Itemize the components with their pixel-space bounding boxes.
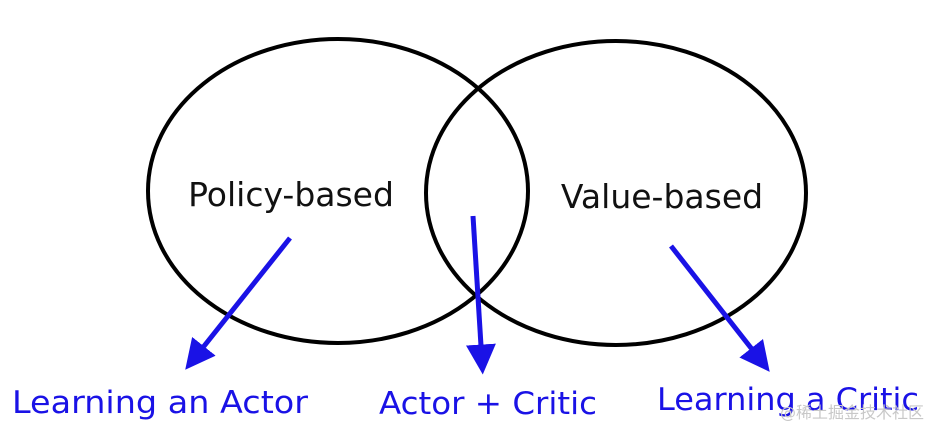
- arrow-to-actor: [185, 236, 292, 370]
- policy-based-circle: [146, 37, 530, 345]
- policy-based-label: Policy-based: [188, 175, 394, 214]
- arrow-to-actor-critic: [465, 215, 496, 375]
- arrow-to-critic: [669, 244, 770, 372]
- learning-actor-label: Learning an Actor: [12, 385, 308, 421]
- learning-critic-label: Learning a Critic: [657, 382, 919, 418]
- value-based-circle: [424, 39, 808, 347]
- value-based-label: Value-based: [561, 177, 763, 216]
- watermark-text: @稀土掘金技术社区: [780, 403, 924, 422]
- actor-plus-critic-label: Actor + Critic: [379, 386, 597, 422]
